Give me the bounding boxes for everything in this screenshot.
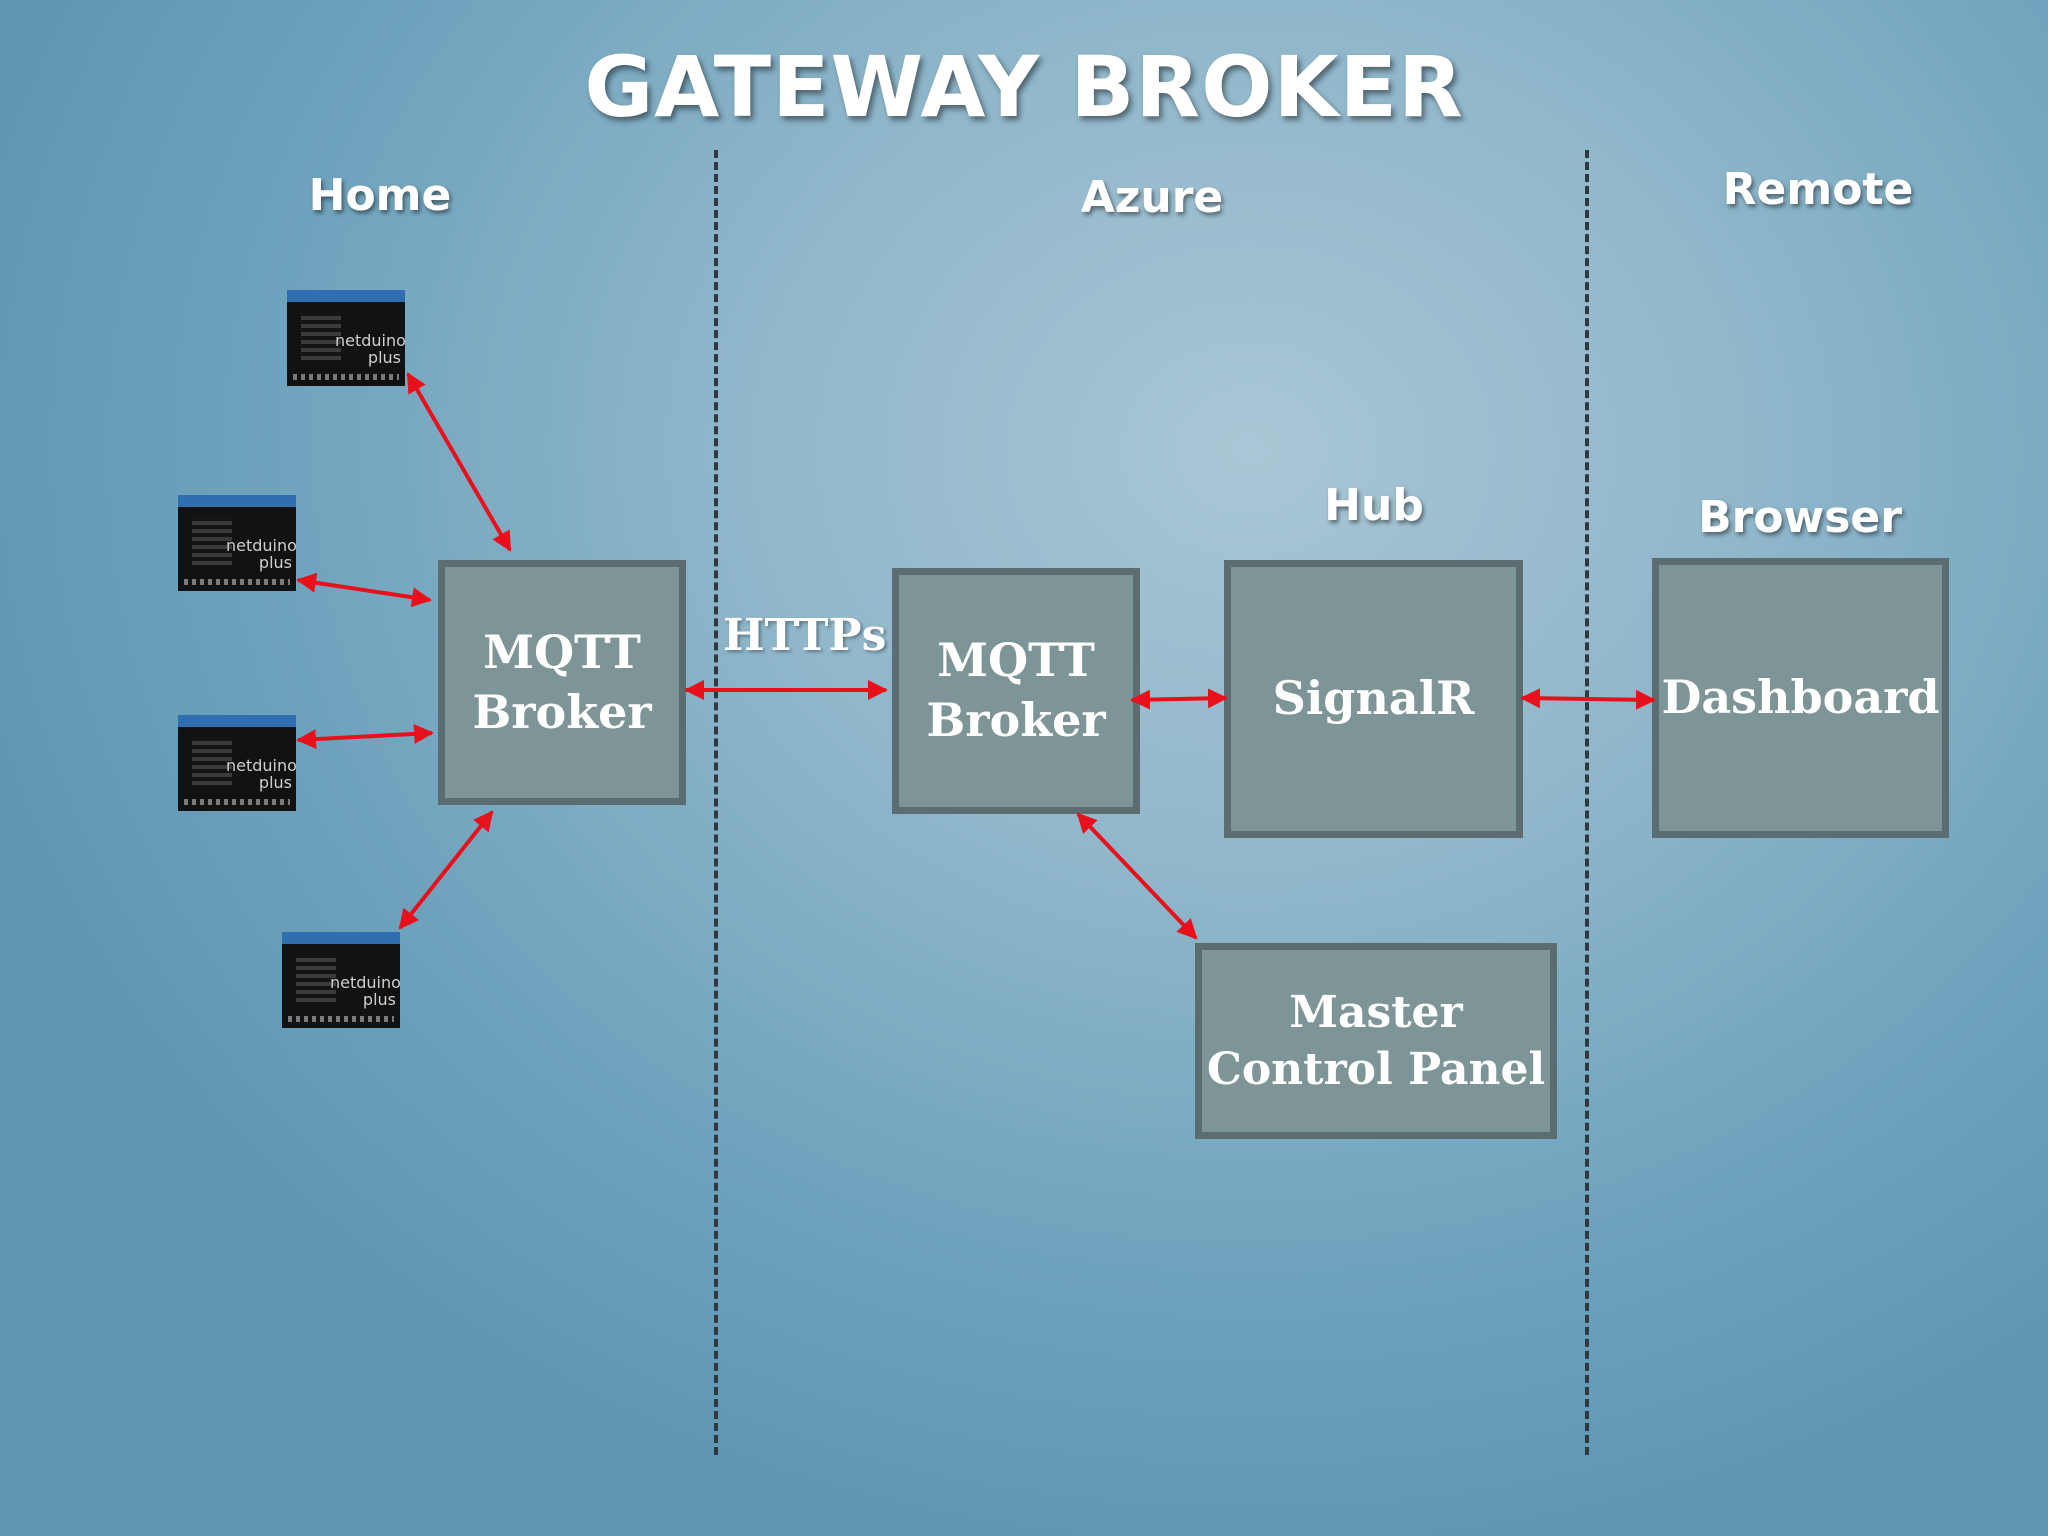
device-sublabel: plus [367,348,401,367]
device-sublabel: plus [258,773,292,792]
device-label: netduino [226,756,296,775]
device-label: netduino [330,973,400,992]
group-label-browser: Browser [1698,492,1902,543]
node-label: MQTT [483,624,641,679]
node-label: Broker [926,693,1106,747]
arrow-device4-broker [398,810,494,930]
arrow-broker-signalr [1130,688,1228,710]
arrow-broker-masterpanel [1076,812,1198,940]
node-label: Master [1289,986,1463,1038]
zone-label-home: Home [308,170,452,221]
page-title: GATEWAY BROKER [584,38,1464,136]
node-label: Dashboard [1661,670,1940,725]
arrow-device3-broker [296,723,434,750]
node-label: Control Panel [1206,1044,1546,1095]
divider-home-azure [714,150,718,1455]
node-label: MQTT [937,633,1095,688]
device-label: netduino [226,536,296,555]
group-label-hub: Hub [1324,480,1424,531]
device-sublabel: plus [362,990,396,1009]
node-label: SignalR [1272,671,1475,726]
https-edge-label: HTTPs [723,610,887,661]
zone-label-remote: Remote [1722,164,1914,215]
arrow-signalr-dashboard [1520,688,1656,710]
divider-azure-remote [1585,150,1589,1455]
arrow-device1-broker [406,372,512,552]
signalr-hub-node: SignalR [1224,560,1523,838]
zone-label-azure: Azure [1080,172,1224,223]
device-sublabel: plus [258,553,292,572]
arrow-device2-broker [296,572,432,608]
node-label: Broker [472,684,652,739]
device-label: netduino [335,331,405,350]
